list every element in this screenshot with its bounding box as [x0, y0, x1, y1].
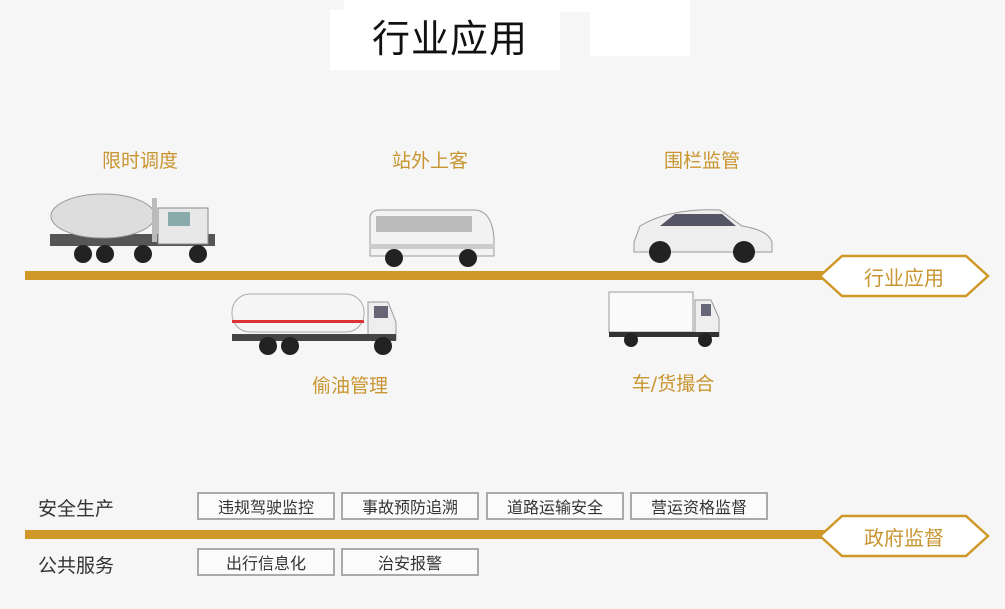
title-backdrop — [590, 10, 690, 56]
government-badge-label: 政府监督 — [864, 525, 944, 550]
van-icon — [369, 209, 495, 267]
box-truck-icon — [608, 291, 720, 347]
title-backdrop — [344, 0, 690, 12]
government-badge: 政府监督 — [818, 514, 990, 558]
title-backdrop — [330, 10, 560, 70]
tag-travel-info[interactable]: 出行信息化 — [197, 548, 335, 576]
tag-violation-monitoring[interactable]: 违规驾驶监控 — [197, 492, 335, 520]
tag-road-safety[interactable]: 道路运输安全 — [486, 492, 624, 520]
app-label-matching: 车/货撮合 — [631, 373, 715, 395]
suv-icon — [633, 209, 773, 263]
tag-qualification-supervision[interactable]: 营运资格监督 — [630, 492, 768, 520]
industry-badge-label: 行业应用 — [864, 265, 944, 290]
tanker-truck-icon — [231, 293, 397, 355]
tag-police-alarm[interactable]: 治安报警 — [341, 548, 479, 576]
app-label-fuel-theft: 偷油管理 — [311, 375, 389, 397]
industry-badge: 行业应用 — [818, 254, 990, 298]
category-safety: 安全生产 — [38, 498, 115, 520]
app-label-geofence: 围栏监管 — [663, 150, 741, 172]
industry-timeline — [25, 271, 825, 280]
app-label-dispatch: 限时调度 — [101, 150, 179, 172]
category-public-service: 公共服务 — [38, 555, 115, 577]
government-timeline — [25, 530, 825, 539]
page-title: 行业应用 — [372, 17, 529, 61]
app-label-pickup: 站外上客 — [391, 150, 469, 172]
tag-accident-prevention[interactable]: 事故预防追溯 — [341, 492, 479, 520]
cement-mixer-truck-icon — [50, 193, 215, 263]
